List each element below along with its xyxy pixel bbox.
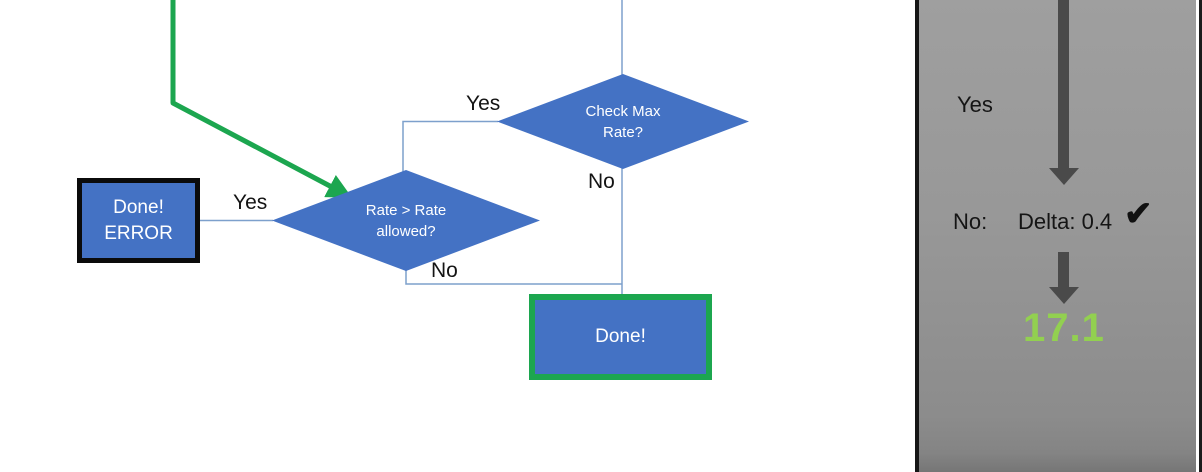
down-arrow-head-icon [1049, 168, 1079, 185]
edge-label-check-yes: Yes [466, 92, 501, 115]
edge-label-check-no: No [588, 170, 615, 193]
connector-check-yes-path [402, 120, 498, 172]
decision-rate-allowed-label: Rate > Rate allowed? [365, 201, 447, 240]
panel-no-label: No: [953, 209, 988, 234]
side-panel: Yes No: Delta: 0.4 ✔ 17.1 [915, 0, 1196, 472]
panel-yes-label: Yes [957, 92, 993, 117]
green-flow-arrow [170, 0, 353, 198]
node-done-label: Done! [595, 326, 646, 348]
node-done[interactable]: Done! [529, 294, 712, 380]
result-value: 17.1 [1023, 306, 1105, 350]
panel-right-gap [1196, 0, 1199, 472]
down-arrow-head-icon [1049, 287, 1079, 304]
checkmark-icon: ✔ [1124, 195, 1153, 233]
edge-label-rate-yes: Yes [233, 191, 268, 214]
screen-right-edge [1199, 0, 1202, 472]
panel-delta-value: Delta: 0.4 [1018, 209, 1113, 234]
node-done-error[interactable]: Done! ERROR [77, 178, 200, 263]
node-done-error-label: Done! ERROR [104, 196, 173, 244]
connector-rate-no-path [405, 269, 622, 285]
decision-check-max-rate-label: Check Max Rate? [585, 102, 661, 141]
down-arrow-icon [1058, 252, 1069, 287]
edge-label-rate-no: No [431, 259, 458, 282]
down-arrow-icon [1058, 0, 1069, 168]
